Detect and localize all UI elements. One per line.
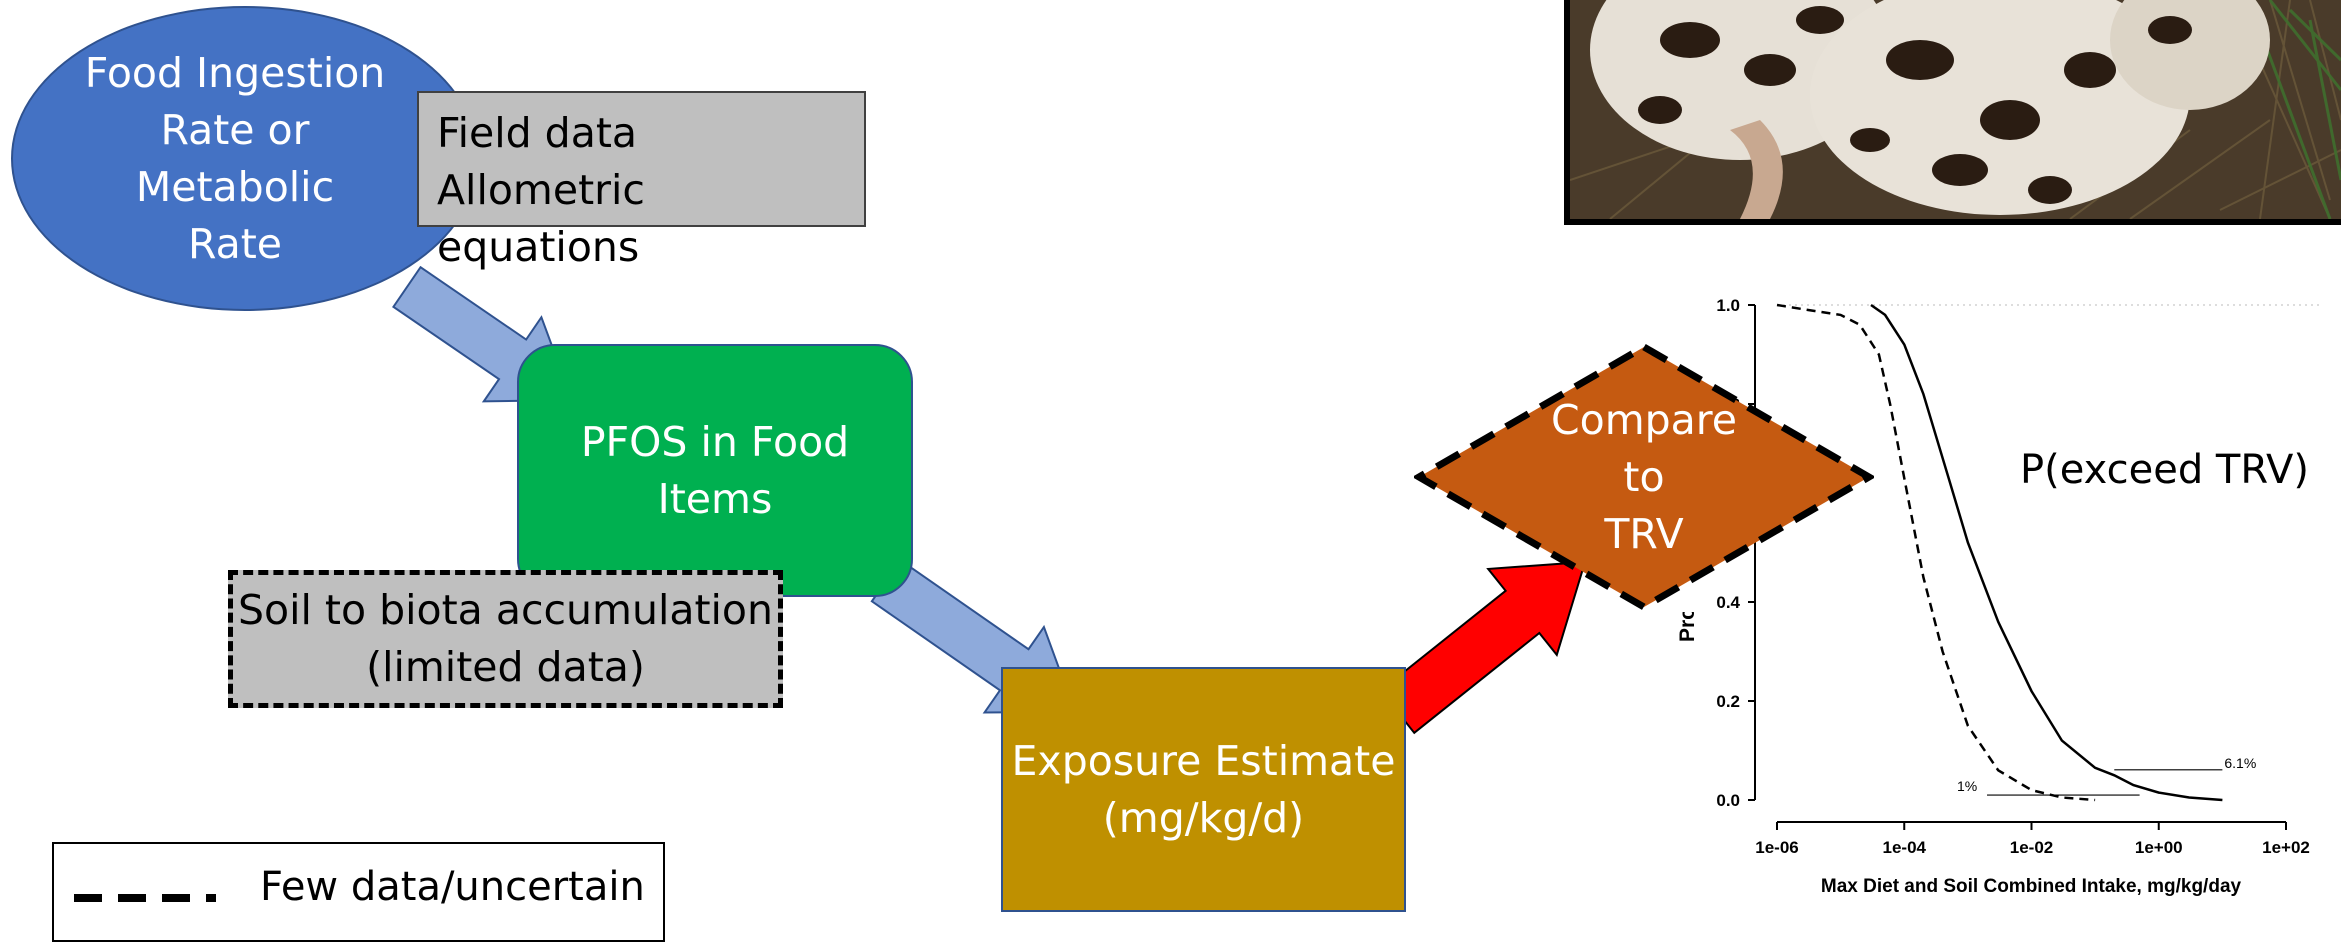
series-line-solid	[1870, 303, 2223, 802]
soil-line-2: (limited data)	[366, 643, 645, 691]
pfos-line-2: Items	[657, 474, 773, 523]
ellipse-line-1: Food Ingestion	[84, 48, 386, 97]
ellipse-line-4: Rate	[187, 219, 282, 268]
y-tick-label: 1.0	[1716, 296, 1740, 315]
chart-annotations: 1% 6.1%	[1957, 755, 2256, 796]
field-data-line-2: Allometric equations	[437, 166, 645, 271]
exposure-estimate-box: Exposure Estimate (mg/kg/d)	[1001, 667, 1406, 912]
annotation-label-1pct: 1%	[1957, 778, 1977, 794]
compare-trv-text: Compare to TRV	[1534, 390, 1754, 564]
food-ingestion-ellipse: Food Ingestion Rate or Metabolic Rate	[11, 6, 479, 311]
exposure-line-2: (mg/kg/d)	[1102, 793, 1305, 842]
cdf-chart: 0.00.20.40.60.81.0 1e-061e-041e-021e+001…	[1716, 296, 2320, 897]
field-data-line-1: Field data	[437, 109, 638, 157]
p-exceed-label: P(exceed TRV)	[2020, 447, 2309, 493]
x-tick-label: 1e-02	[2010, 838, 2053, 857]
legend-box: Few data/uncertain	[52, 842, 665, 942]
snake-photo-image	[1569, 0, 2341, 220]
x-tick-label: 1e-06	[1755, 838, 1798, 857]
compare-line-2: to	[1623, 452, 1665, 501]
legend-dash-sample	[74, 894, 216, 902]
x-tick-label: 1e-04	[1883, 838, 1927, 857]
pfos-line-1: PFOS in Food	[580, 417, 850, 466]
y-tick-label: 0.0	[1716, 791, 1740, 810]
compare-line-3: TRV	[1604, 509, 1684, 558]
x-ticks: 1e-06 1e-04 1e-02 1e+00 1e+02	[1755, 822, 2310, 857]
pfos-food-box: PFOS in Food Items	[517, 344, 913, 597]
exposure-line-1: Exposure Estimate	[1011, 736, 1396, 785]
soil-biota-box: Soil to biota accumulation (limited data…	[228, 570, 783, 708]
compare-trv-diamond	[1414, 342, 1874, 612]
snake-photo	[1564, 0, 2341, 225]
series-line-dashed	[1776, 303, 2096, 802]
y-tick-label: 0.4	[1716, 593, 1740, 612]
y-tick-label: 0.2	[1716, 692, 1740, 711]
compare-line-1: Compare	[1551, 395, 1737, 444]
annotation-label-6pct: 6.1%	[2224, 755, 2256, 771]
soil-line-1: Soil to biota accumulation	[237, 586, 774, 634]
x-tick-label: 1e+02	[2262, 838, 2310, 857]
legend-label: Few data/uncertain	[260, 864, 645, 910]
chart-y-label: Prob	[1676, 612, 1699, 642]
ellipse-line-3: Metabolic	[135, 162, 335, 211]
field-data-box: Field data Allometric equations	[417, 91, 866, 271]
x-tick-label: 1e+00	[2135, 838, 2183, 857]
arrow-exposure-to-compare	[1379, 560, 1587, 735]
x-axis-label: Max Diet and Soil Combined Intake, mg/kg…	[1821, 876, 2242, 897]
ellipse-line-2: Rate or	[160, 105, 310, 154]
chart-series	[1776, 303, 2223, 802]
